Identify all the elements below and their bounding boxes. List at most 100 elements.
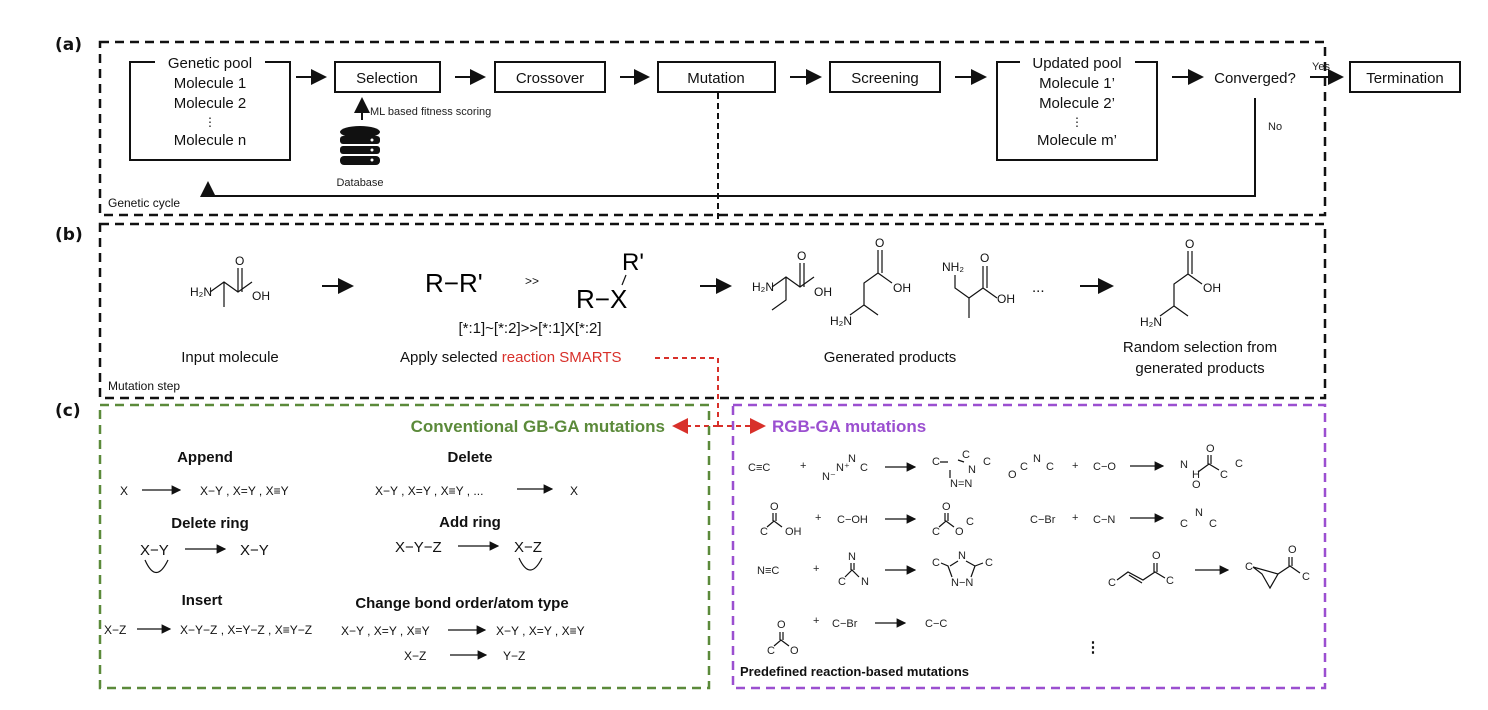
svg-text:C: C (1245, 561, 1253, 573)
svg-text:N: N (1180, 459, 1188, 471)
svg-text:N: N (861, 576, 869, 588)
conventional-title: Conventional GB-GA mutations (411, 417, 665, 436)
generated-products-label: Generated products (824, 349, 957, 366)
svg-text:Molecule 1: Molecule 1 (174, 75, 247, 92)
updated-pool-box: Updated pool Molecule 1’ Molecule 2’ ⋮ M… (996, 55, 1158, 161)
svg-text:O: O (1008, 469, 1017, 481)
svg-text:O: O (235, 254, 244, 268)
svg-text:H: H (1192, 469, 1200, 481)
delete-ring-rule: Delete ring X−Y X−Y (140, 515, 269, 574)
svg-text:Delete ring: Delete ring (171, 515, 249, 532)
panel-label-b: (b) (55, 225, 83, 245)
svg-text:X: X (120, 484, 128, 498)
svg-text:O: O (777, 619, 786, 631)
svg-text:Termination: Termination (1366, 70, 1444, 87)
product-3: NH₂ O OH (942, 251, 1015, 318)
append-rule: Append X X−Y , X=Y , X≡Y (120, 449, 289, 498)
svg-text:+: + (1072, 460, 1078, 472)
svg-text:O: O (875, 236, 884, 250)
reaction-right: R−X (576, 284, 627, 314)
svg-text:O: O (1192, 479, 1201, 491)
svg-text:H₂N: H₂N (752, 280, 774, 294)
reaction-separator: >> (525, 274, 539, 288)
svg-text:C−C: C−C (925, 618, 947, 630)
svg-text:Add ring: Add ring (439, 514, 501, 531)
svg-text:O: O (980, 251, 989, 265)
svg-text:N: N (1033, 453, 1041, 465)
svg-text:Append: Append (177, 449, 233, 466)
database-icon (340, 126, 380, 165)
conventional-frame (98, 403, 711, 690)
svg-text:C: C (932, 557, 940, 569)
svg-text:C: C (932, 456, 940, 468)
svg-text:O: O (1288, 544, 1297, 556)
svg-text:Molecule n: Molecule n (174, 132, 247, 149)
add-ring-rule: Add ring X−Y−Z X−Z (395, 514, 543, 571)
svg-text:+: + (815, 512, 821, 524)
svg-text:O: O (797, 249, 806, 263)
random-selection-label-1: Random selection from (1123, 339, 1277, 356)
mutation-box: Mutation (657, 61, 776, 93)
smarts-string: [*:1]~[*:2]>>[*:1]X[*:2] (458, 320, 601, 337)
svg-text:N: N (848, 551, 856, 563)
svg-text:O: O (1206, 443, 1215, 455)
svg-text:C: C (1046, 461, 1054, 473)
svg-text:H₂N: H₂N (1140, 315, 1162, 329)
svg-text:H₂N: H₂N (830, 314, 852, 328)
svg-text:X−Y−Z , X=Y−Z , X≡Y−Z: X−Y−Z , X=Y−Z , X≡Y−Z (180, 623, 312, 637)
svg-text:X−Z: X−Z (104, 623, 126, 637)
svg-text:C: C (860, 462, 868, 474)
converged-label: Converged? (1214, 70, 1296, 87)
svg-text:Molecule 2’: Molecule 2’ (1039, 95, 1115, 112)
panel-label-a: (a) (55, 35, 82, 55)
reaction-click-chemistry: C≡C + N⁻ N⁺ N C C C N C N=N (748, 449, 991, 490)
svg-text:C: C (1166, 575, 1174, 587)
svg-text:Delete: Delete (447, 449, 492, 466)
svg-text:Screening: Screening (851, 70, 919, 87)
svg-text:N: N (1195, 507, 1203, 519)
input-molecule-label: Input molecule (181, 349, 279, 366)
reaction-right-substituent: R' (622, 249, 644, 276)
svg-text:Molecule 2: Molecule 2 (174, 95, 247, 112)
svg-text:N: N (848, 453, 856, 465)
svg-text:C−N: C−N (1093, 514, 1115, 526)
svg-text:X−Y , X=Y , X≡Y: X−Y , X=Y , X≡Y (200, 484, 289, 498)
svg-text:C−Br: C−Br (832, 618, 858, 630)
svg-text:Molecule 1’: Molecule 1’ (1039, 75, 1115, 92)
svg-text:C: C (767, 645, 775, 657)
svg-text:C≡C: C≡C (748, 462, 770, 474)
svg-text:C: C (1020, 461, 1028, 473)
svg-text:C: C (962, 449, 970, 461)
change-bond-rule: Change bond order/atom type X−Y , X=Y , … (341, 595, 585, 663)
insert-rule: Insert X−Z X−Y−Z , X=Y−Z , X≡Y−Z (104, 592, 312, 637)
svg-text:C: C (760, 526, 768, 538)
rgb-footer-label: Predefined reaction-based mutations (740, 664, 969, 679)
svg-text:C−Br: C−Br (1030, 514, 1056, 526)
svg-text:C: C (983, 456, 991, 468)
svg-text:OH: OH (1203, 281, 1221, 295)
smarts-connector (655, 357, 719, 426)
reaction-triazole: N≡C + N C N C N C N−N (757, 550, 993, 589)
no-label: No (1268, 121, 1282, 133)
svg-text:Updated pool: Updated pool (1032, 55, 1121, 72)
svg-text:O: O (942, 501, 951, 513)
svg-text:N⁻: N⁻ (822, 471, 836, 483)
reaction-carbamate: O C N C + C−O N H O O C C (1008, 443, 1243, 491)
reaction-cyclopropanation: C O C C O C (1108, 544, 1310, 590)
svg-text:OH: OH (893, 281, 911, 295)
svg-text:C: C (1209, 518, 1217, 530)
more-reactions-ellipsis: ⋮ (1086, 639, 1101, 656)
crossover-box: Crossover (494, 61, 606, 93)
input-molecule: H₂N O OH (190, 254, 270, 307)
delete-rule: Delete X−Y , X=Y , X≡Y , ... X (375, 449, 578, 498)
mutation-step-frame (98, 222, 1327, 400)
svg-text:N=N: N=N (950, 478, 972, 490)
svg-text:C: C (838, 576, 846, 588)
svg-text:X: X (570, 484, 578, 498)
svg-text:N−N: N−N (951, 577, 973, 589)
random-selection-label-2: generated products (1135, 360, 1264, 377)
svg-text:C: C (932, 526, 940, 538)
feedback-arrow (200, 98, 1256, 197)
svg-text:X−Z: X−Z (514, 539, 542, 556)
